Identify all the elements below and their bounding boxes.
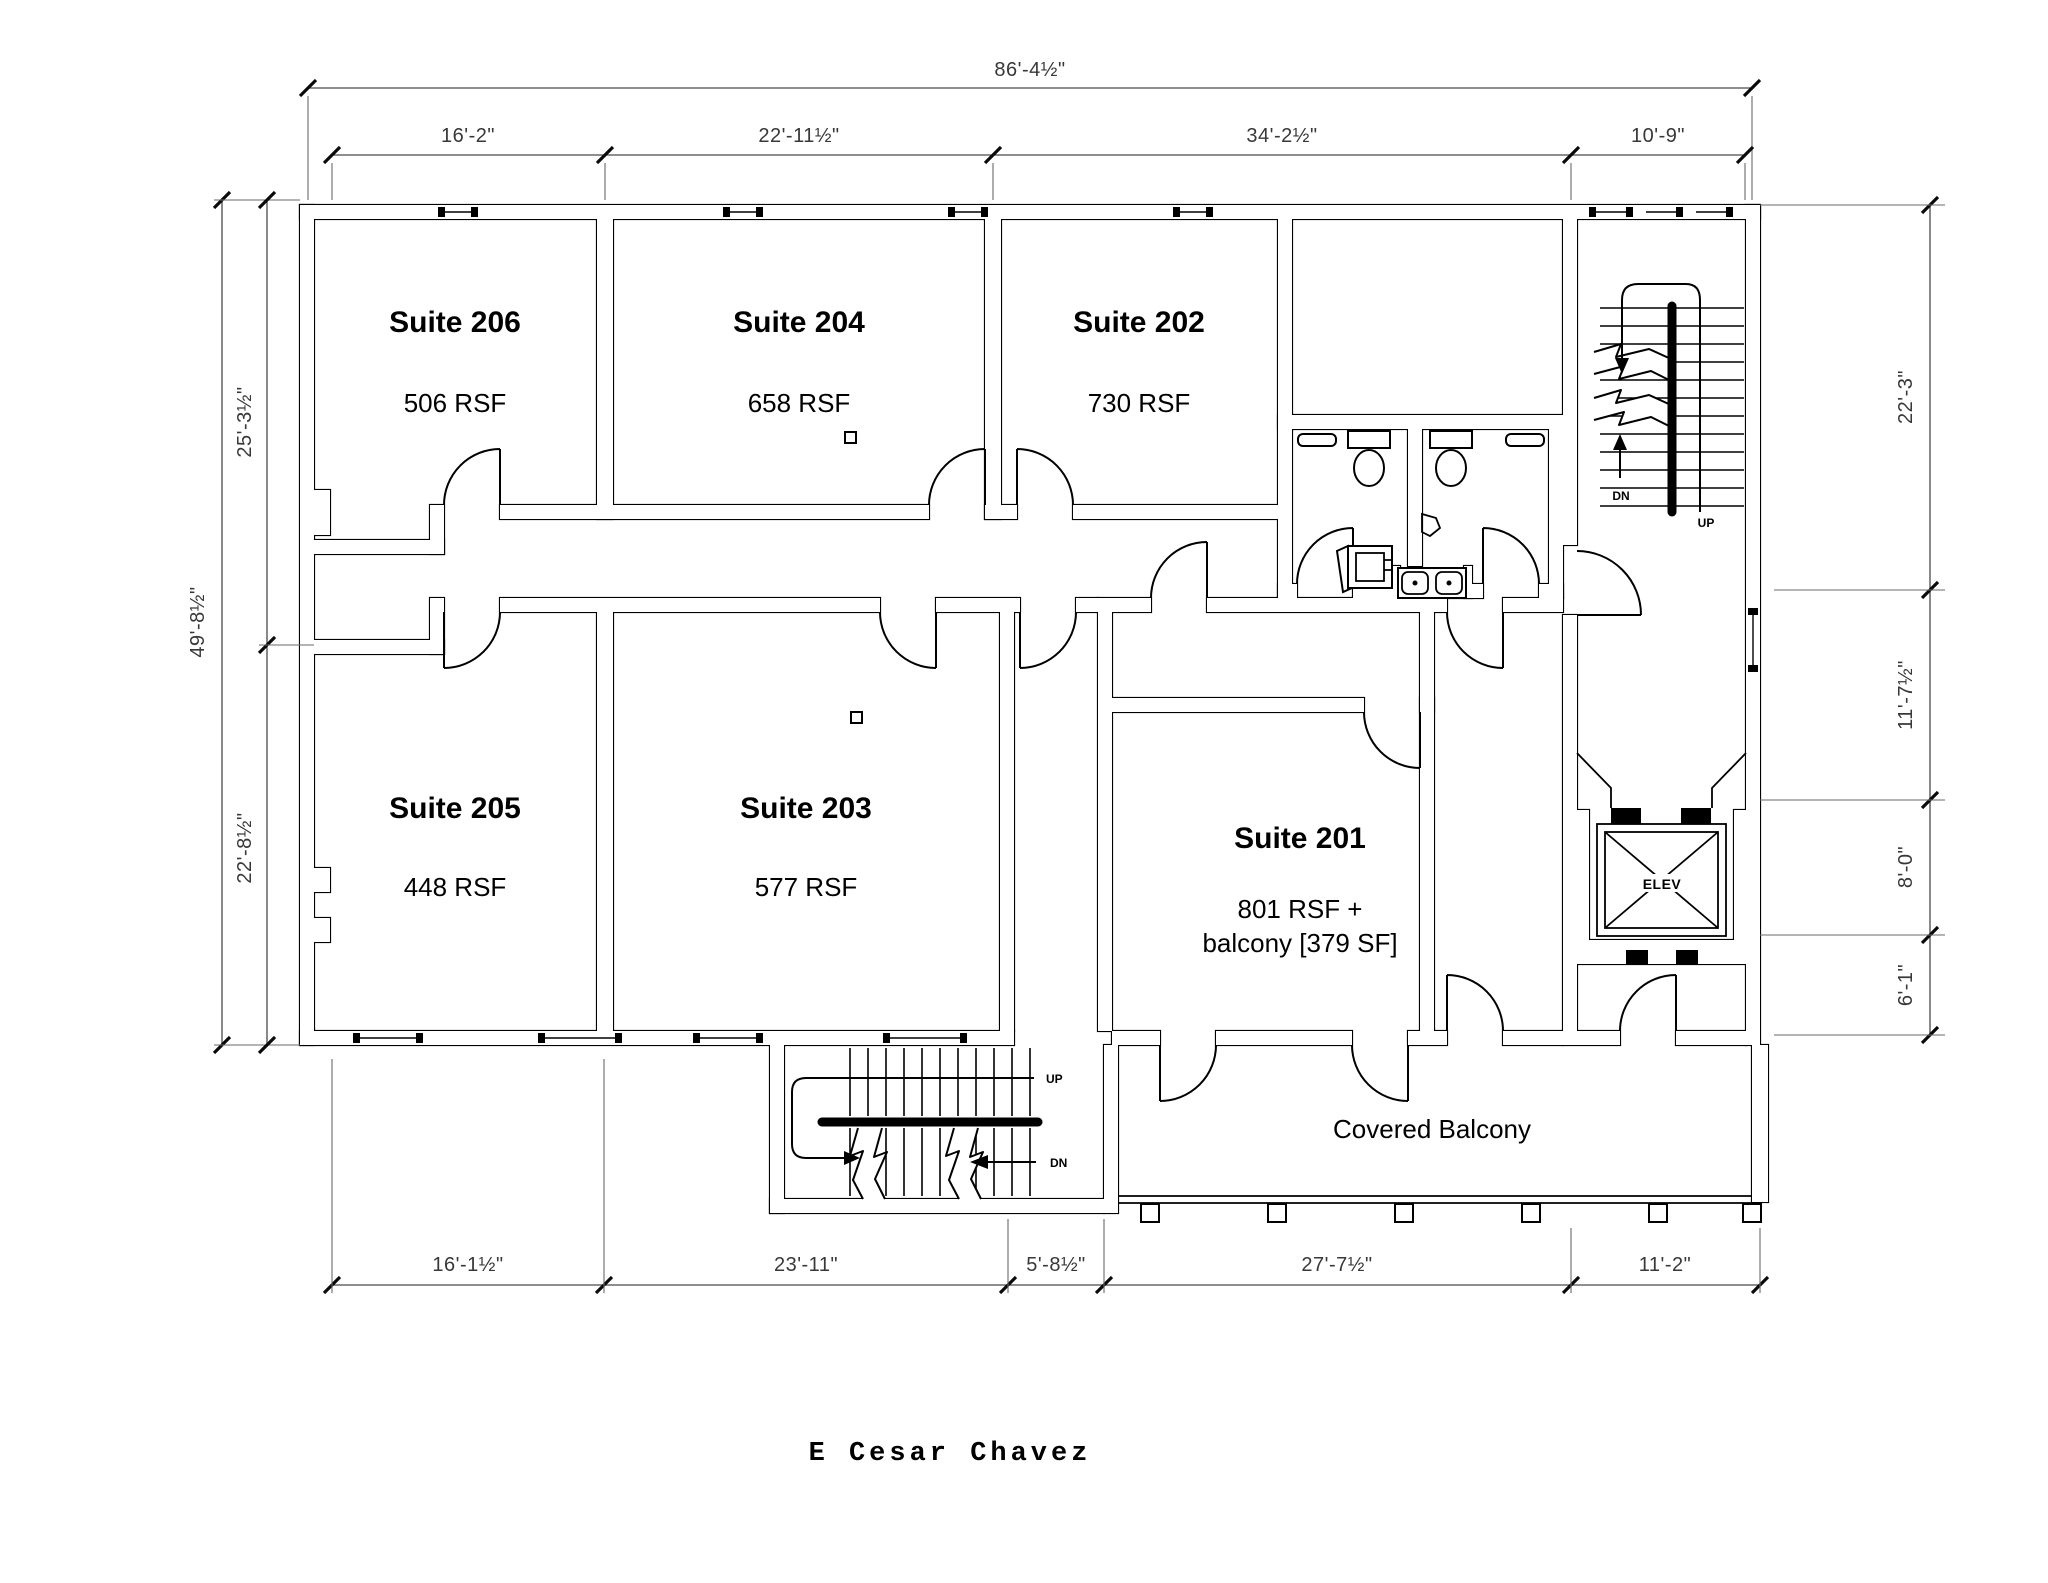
toilet-tank [1429, 430, 1473, 449]
suite-201-area-note: balcony [379 SF] [1202, 928, 1397, 958]
dim-top-1: 16'-2" [441, 125, 495, 147]
railing-post [1742, 1203, 1762, 1223]
elevator-door-jamb [1611, 808, 1641, 824]
stair-up-label: UP [1046, 1072, 1063, 1086]
elevator-core: ELEV [1576, 752, 1747, 964]
suite-204-area: 658 RSF [748, 388, 851, 418]
door-core-balcony [1619, 974, 1677, 1032]
door-vestibule [1446, 611, 1504, 669]
dim-bottom-4: 27'-7½" [1301, 1254, 1372, 1276]
arrow-down-icon [1615, 358, 1629, 374]
door-restroom-right [1482, 527, 1540, 585]
toilet-bowl [1435, 449, 1467, 487]
door-suite-205 [443, 611, 501, 669]
dim-right-3: 8'-0" [1895, 846, 1917, 888]
door-suite-203 [879, 611, 937, 669]
railing-post [1140, 1203, 1160, 1223]
dim-top-overall: 86'-4½" [994, 59, 1065, 81]
door-vestibule-balcony [1446, 974, 1504, 1032]
toilet-tank [1347, 430, 1391, 449]
door-suite-201 [1363, 711, 1421, 769]
suite-201-area: 801 RSF + [1237, 894, 1362, 924]
door-stop [1421, 512, 1442, 538]
stair-break-lines [849, 1127, 984, 1200]
dim-bottom-3: 5'-8½" [1026, 1254, 1086, 1276]
covered-balcony-label: Covered Balcony [1333, 1114, 1531, 1144]
stair-tower: DN UP [1593, 283, 1744, 530]
dimensions-top: 86'-4½" 16'-2" 22'-11½" 34'-2½" 10'-9" [298, 59, 1762, 200]
dim-right-1: 22'-3" [1895, 370, 1917, 424]
window-openings [353, 205, 1760, 1045]
suite-203-area: 577 RSF [755, 872, 858, 902]
wall-segments [298, 203, 1770, 1215]
suite-203-name: Suite 203 [740, 792, 872, 825]
dim-left-overall: 49'-8½" [187, 586, 209, 657]
dim-right-2: 11'-7½" [1895, 660, 1917, 730]
dim-top-4: 10'-9" [1631, 125, 1685, 147]
toilet-bowl [1353, 449, 1385, 487]
door-balcony-2 [1351, 1044, 1409, 1102]
dim-top-2: 22'-11½" [758, 125, 839, 147]
balcony-railing [1118, 1195, 1762, 1223]
railing-post [1521, 1203, 1541, 1223]
stair-up-label: UP [1698, 516, 1715, 530]
stair-dn-label: DN [1612, 489, 1629, 503]
lavatory-counter [1397, 567, 1467, 599]
dimensions-left: 49'-8½" 25'-3½" 22'-8½" [187, 190, 314, 1055]
door-suite-202 [1016, 448, 1074, 506]
suite-201-name: Suite 201 [1234, 822, 1366, 855]
wall-segment-cores [300, 205, 1768, 1213]
suite-202-name: Suite 202 [1073, 306, 1205, 339]
grab-bar [1505, 433, 1545, 447]
floor-outlet-marks [844, 431, 863, 724]
elevator-door-jamb [1681, 808, 1711, 824]
dim-top-3: 34'-2½" [1246, 125, 1317, 147]
room-labels: Suite 206 506 RSF Suite 204 658 RSF Suit… [389, 306, 1531, 1144]
door-suite-206 [443, 448, 501, 506]
door-lobby [1150, 541, 1208, 599]
door-balcony-1 [1159, 1044, 1217, 1102]
elevator-label: ELEV [1643, 876, 1682, 892]
street-label: E Cesar Chavez [809, 1439, 1092, 1469]
stair-walk-line [791, 1077, 1034, 1159]
suite-204-name: Suite 204 [733, 306, 865, 339]
suite-202-area: 730 RSF [1088, 388, 1191, 418]
suite-205-name: Suite 205 [389, 792, 521, 825]
stair-bottom: UP DN [791, 1048, 1067, 1200]
railing-post [1394, 1203, 1414, 1223]
door-stair-bay [1019, 611, 1077, 669]
dim-bottom-1: 16'-1½" [432, 1254, 503, 1276]
stair-break-lines [1593, 343, 1672, 428]
door-suite-204 [928, 448, 986, 506]
elevator-cab [1596, 823, 1727, 937]
sink-basin [1435, 571, 1463, 595]
stair-dn-label: DN [1050, 1156, 1067, 1170]
dim-bottom-5: 11'-2" [1639, 1254, 1691, 1276]
dimensions-bottom: 16'-1½" 23'-11" 5'-8½" 27'-7½" 11'-2" [322, 1059, 1770, 1295]
suite-206-area: 506 RSF [404, 388, 507, 418]
dim-right-4: 6'-1" [1895, 964, 1917, 1006]
lobby-chamfer-walls [1576, 752, 1747, 808]
railing-post [1267, 1203, 1287, 1223]
sink-basin [1401, 571, 1429, 595]
doors [443, 448, 1677, 1102]
door-stair-tower [1576, 550, 1642, 616]
suite-205-area: 448 RSF [404, 872, 507, 902]
arrow-right-icon [844, 1151, 860, 1165]
railing-post [1648, 1203, 1668, 1223]
dimensions-right: 22'-3" 11'-7½" 8'-0" 6'-1" [1760, 195, 1945, 1045]
arrow-left-icon [970, 1155, 988, 1169]
stair-walk-line [1621, 283, 1701, 512]
dim-left-1: 25'-3½" [234, 386, 256, 457]
arrow-up-icon [1613, 434, 1627, 450]
restroom-fixtures [1297, 430, 1545, 599]
dim-bottom-2: 23'-11" [774, 1254, 838, 1276]
dim-left-2: 22'-8½" [234, 812, 256, 883]
grab-bar [1297, 433, 1337, 447]
suite-206-name: Suite 206 [389, 306, 521, 339]
